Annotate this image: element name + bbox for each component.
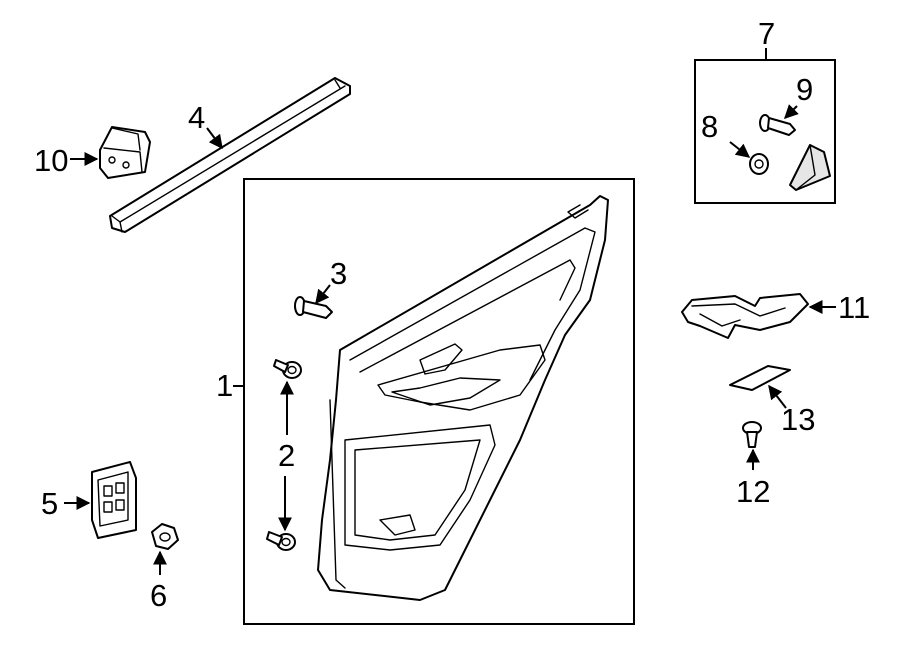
bolt-8 bbox=[749, 153, 769, 175]
belt-weatherstrip-4 bbox=[109, 77, 351, 233]
leader-4 bbox=[206, 127, 223, 150]
fastener-2-top bbox=[273, 359, 302, 379]
callout-7: 7 bbox=[758, 16, 775, 51]
callout-10: 10 bbox=[34, 143, 68, 178]
leader-3 bbox=[315, 284, 331, 305]
leader-9 bbox=[784, 104, 799, 119]
switch-housing-5 bbox=[91, 461, 137, 539]
nut-6 bbox=[151, 523, 179, 550]
callout-12: 12 bbox=[736, 474, 770, 509]
screw-3 bbox=[294, 296, 333, 319]
switch-bracket-10 bbox=[99, 126, 151, 179]
callout-2: 2 bbox=[278, 438, 295, 473]
callout-13: 13 bbox=[781, 402, 815, 437]
clip-12 bbox=[742, 421, 762, 448]
callout-3: 3 bbox=[330, 256, 347, 291]
trim-bracket-11 bbox=[681, 293, 809, 339]
callout-8: 8 bbox=[701, 109, 718, 144]
group-7-frame bbox=[694, 59, 836, 204]
callout-4: 4 bbox=[188, 100, 205, 135]
leader-8 bbox=[729, 141, 751, 158]
callout-1: 1 bbox=[216, 368, 233, 403]
callout-11: 11 bbox=[838, 290, 870, 325]
screw-9 bbox=[759, 114, 796, 136]
fastener-2-bottom bbox=[266, 531, 296, 551]
door-panel-group-frame bbox=[243, 178, 635, 625]
callout-5: 5 bbox=[41, 486, 58, 521]
pad-13 bbox=[729, 365, 791, 391]
callout-6: 6 bbox=[150, 578, 167, 613]
cover-cap bbox=[789, 144, 831, 191]
callout-9: 9 bbox=[796, 72, 813, 107]
leader-13 bbox=[768, 384, 787, 409]
door-trim-panel bbox=[317, 195, 609, 601]
